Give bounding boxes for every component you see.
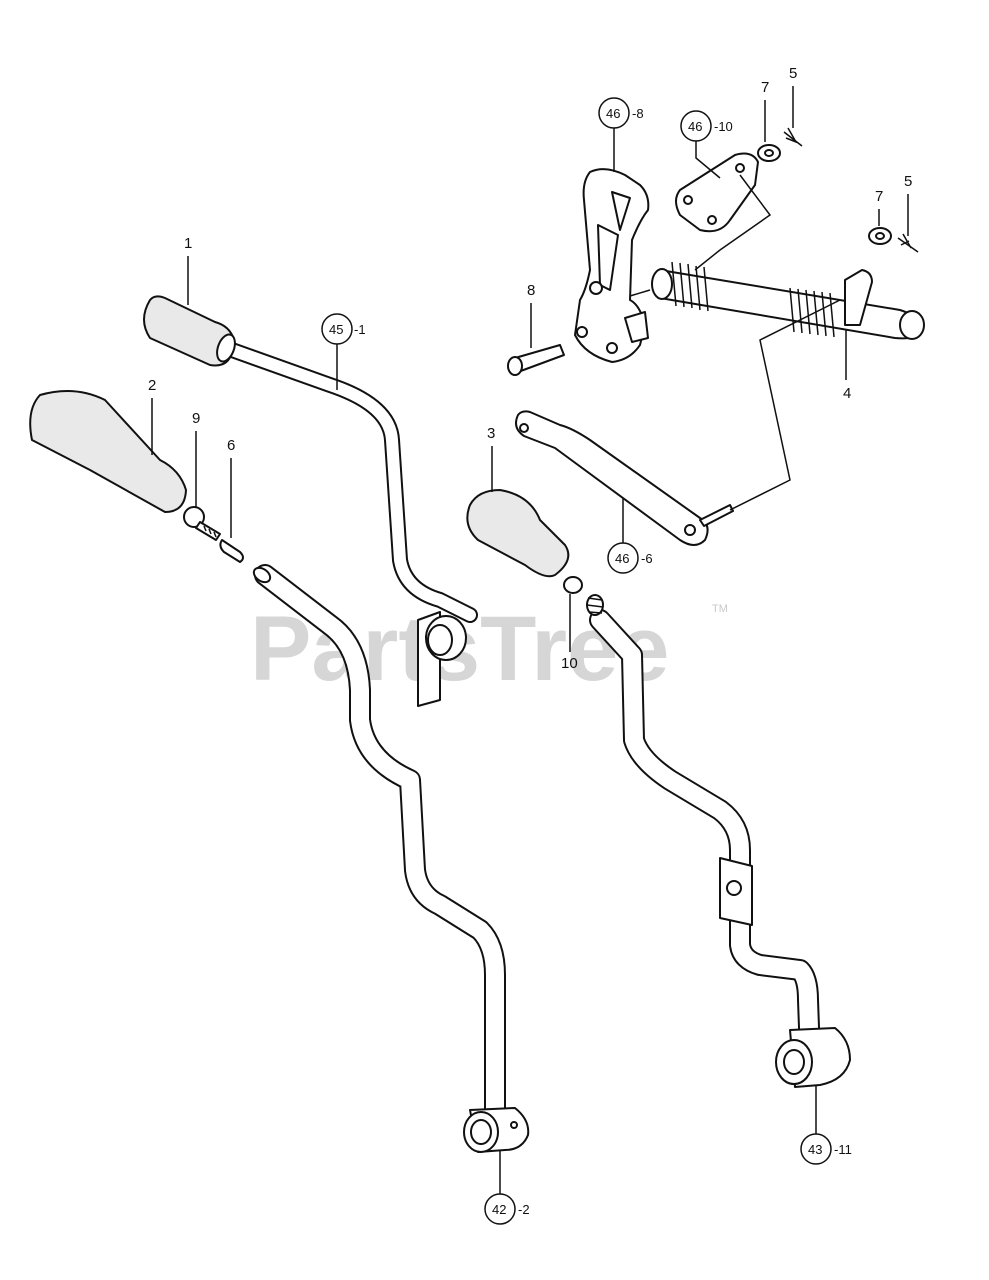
clip-5b xyxy=(897,233,919,253)
plate-46-10 xyxy=(675,152,759,233)
washer-7a xyxy=(757,144,781,162)
callout-1: 1 xyxy=(184,235,192,252)
callout-46-10: 46 -10 xyxy=(680,110,733,179)
callout-3: 3 xyxy=(487,425,495,442)
callout-46-10-suffix: -10 xyxy=(714,119,733,134)
lever-rod-42-2 xyxy=(252,564,530,1153)
callout-46-6: 46 -6 xyxy=(607,498,653,574)
callout-5a: 5 xyxy=(789,65,797,82)
bracket-46-8 xyxy=(574,168,650,363)
callout-5b: 5 xyxy=(904,173,912,190)
callout-43-11: 43 -11 xyxy=(800,1085,852,1165)
o-ring-10 xyxy=(563,576,583,594)
callout-7b: 7 xyxy=(875,188,883,205)
callout-10: 10 xyxy=(561,655,578,672)
callout-42-2-ref: 42 xyxy=(492,1202,506,1217)
lever-rod-45-1 xyxy=(224,342,478,707)
callout-8: 8 xyxy=(527,282,535,299)
callout-46-8: 46 -8 xyxy=(598,97,644,172)
callout-42-2: 42 -2 xyxy=(484,1150,530,1225)
watermark-trademark: TM xyxy=(712,603,728,615)
callout-46-10-ref: 46 xyxy=(688,119,702,134)
callout-42-2-suffix: -2 xyxy=(518,1202,530,1217)
callout-45-1-suffix: -1 xyxy=(354,322,366,337)
knob-3 xyxy=(466,489,570,578)
callout-46-8-suffix: -8 xyxy=(632,106,644,121)
callout-46-6-ref: 46 xyxy=(615,551,629,566)
bolt-9 xyxy=(183,506,221,541)
pin-6 xyxy=(219,539,244,563)
callout-7a: 7 xyxy=(761,79,769,96)
pin-8 xyxy=(507,344,565,376)
lever-rod-43-11 xyxy=(589,609,851,1088)
clip-5a xyxy=(783,127,803,147)
washer-7b xyxy=(868,227,892,245)
callout-43-11-suffix: -11 xyxy=(834,1142,852,1157)
callout-2: 2 xyxy=(148,377,156,394)
callout-46-6-suffix: -6 xyxy=(641,551,653,566)
callout-4: 4 xyxy=(843,385,851,402)
knob-1 xyxy=(143,295,236,367)
callout-46-8-ref: 46 xyxy=(606,106,620,121)
callout-45-1-ref: 45 xyxy=(329,322,343,337)
callout-6: 6 xyxy=(227,437,235,454)
shaft-4 xyxy=(651,261,925,340)
callout-45-1: 45 -1 xyxy=(321,313,366,390)
link-46-6 xyxy=(515,410,734,546)
callout-9: 9 xyxy=(192,410,200,427)
threaded-end xyxy=(586,594,604,616)
callout-43-11-ref: 43 xyxy=(808,1142,822,1157)
knob-2 xyxy=(29,390,187,513)
assembly-lines xyxy=(629,174,841,511)
